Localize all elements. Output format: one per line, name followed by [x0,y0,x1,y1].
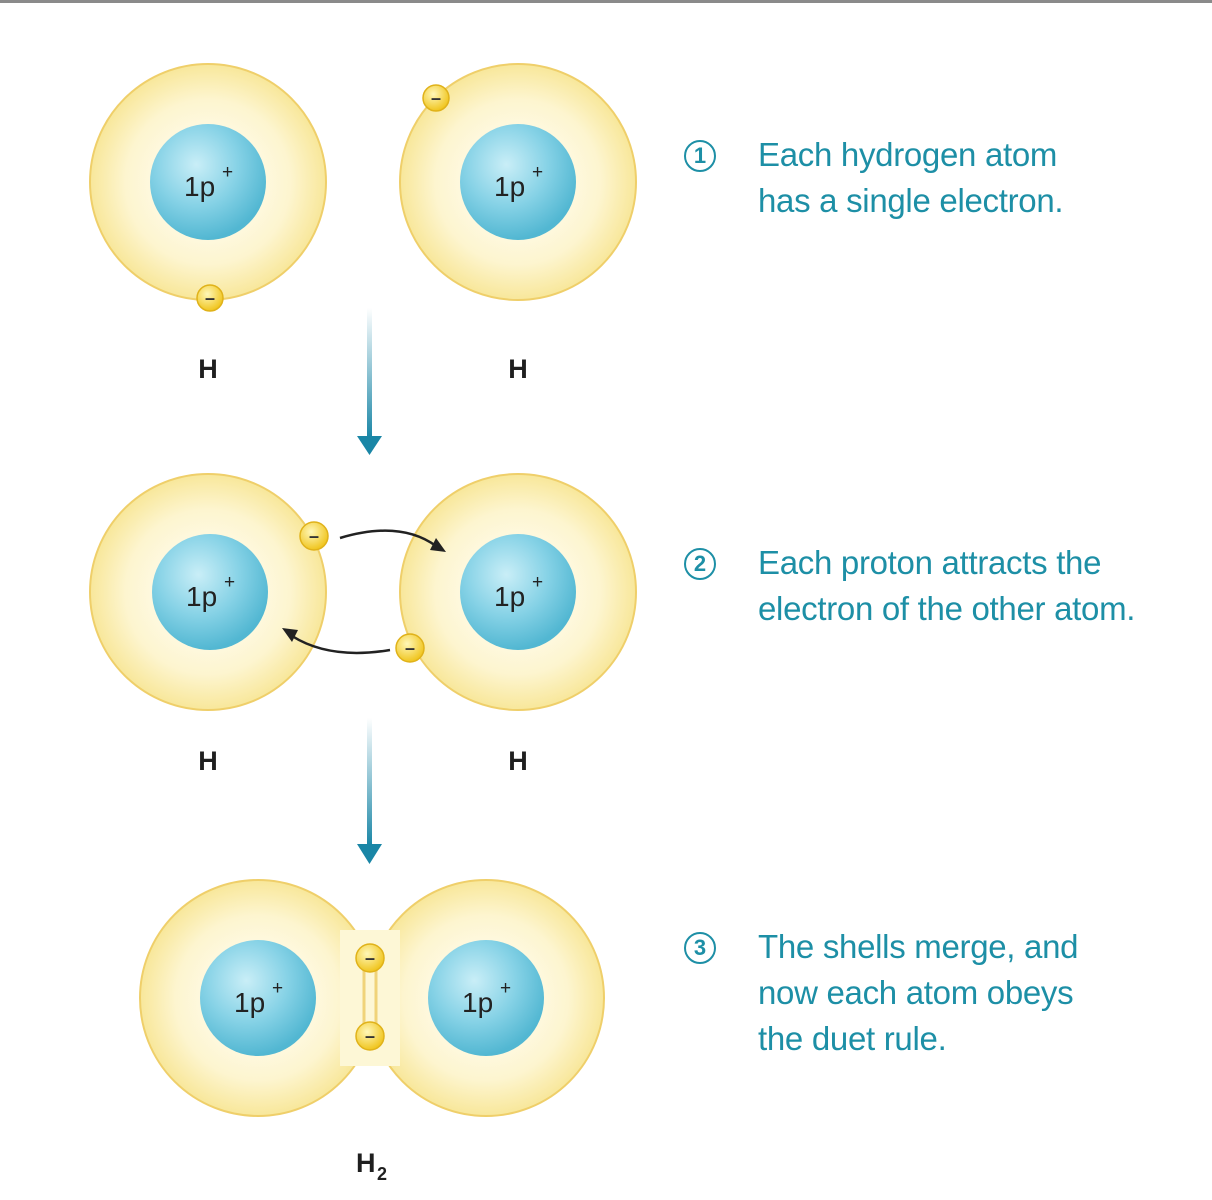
step-1-atoms: 1p + – 1p + – H H [89,63,637,384]
step-number-badge: 2 [684,548,716,580]
electron: – [395,633,425,663]
step-text: Each proton attracts the electron of the… [758,540,1135,632]
molecule-symbol: H [356,1148,376,1178]
atom-label: H [508,354,528,384]
electron-sign: – [365,948,375,968]
nucleus-label: 1p [462,987,493,1018]
nucleus: 1p + [150,124,266,240]
molecule-label: H 2 [356,1148,387,1184]
nucleus-charge: + [532,162,543,183]
step-text-line: Each hydrogen atom [758,136,1058,173]
nucleus-label: 1p [184,171,215,202]
nucleus: 1p + [200,940,316,1056]
step-text-line: the duet rule. [758,1020,947,1057]
electron-sign: – [309,526,319,546]
electron: – [355,1021,385,1051]
atom-label: H [198,746,218,776]
attraction-arrow [282,628,391,655]
step-text-line: The shells merge, and [758,928,1079,965]
atom-label: H [198,354,218,384]
nucleus-charge: + [272,978,283,999]
nucleus: 1p + [460,534,576,650]
step-3-molecule: 1p + 1p + – – H 2 [139,879,605,1184]
atom-label: H [508,746,528,776]
nucleus: 1p + [152,534,268,650]
attraction-arrow [339,529,446,552]
electron-sign: – [205,288,215,308]
electron: – [299,521,329,551]
electron-sign: – [405,638,415,658]
step-text: The shells merge, and now each atom obey… [758,924,1079,1062]
nucleus-charge: + [500,978,511,999]
nucleus-charge: + [532,572,543,593]
step-text-line: electron of the other atom. [758,590,1136,627]
electron: – [422,84,450,112]
electron-sign: – [431,88,441,108]
step-2-atoms: 1p + 1p + – – H H [89,473,637,776]
electron-sign: – [365,1026,375,1046]
electron: – [196,284,224,312]
step-text: Each hydrogen atom has a single electron… [758,132,1064,224]
nucleus-label: 1p [494,171,525,202]
step-number-badge: 1 [684,140,716,172]
step-text-line: Each proton attracts the [758,544,1102,581]
step-number-badge: 3 [684,932,716,964]
step-text-line: now each atom obeys [758,974,1074,1011]
nucleus-label: 1p [186,581,217,612]
electron: – [355,943,385,973]
nucleus: 1p + [428,940,544,1056]
step-text-line: has a single electron. [758,182,1064,219]
down-arrow [357,308,382,455]
nucleus-charge: + [224,572,235,593]
nucleus-label: 1p [494,581,525,612]
molecule-subscript: 2 [377,1164,387,1184]
nucleus: 1p + [460,124,576,240]
nucleus-charge: + [222,162,233,183]
nucleus-label: 1p [234,987,265,1018]
down-arrow [357,718,382,864]
top-border [0,0,1212,3]
